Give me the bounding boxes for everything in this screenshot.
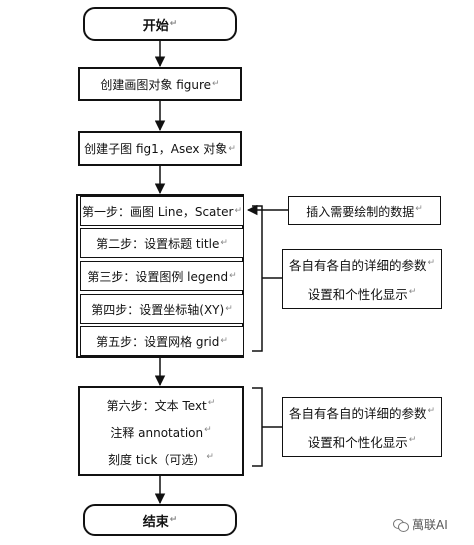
params-note-2: 各自有各自的详细的参数↵ 设置和个性化显示↵ <box>282 397 442 457</box>
step-4-label: 第四步：设置坐标轴(XY) <box>91 302 225 317</box>
step-6-line-3: 刻度 tick（可选）↵ <box>108 451 214 467</box>
watermark: 萬联AI <box>393 516 448 533</box>
step-2: 第二步：设置标题 title↵ <box>80 228 244 258</box>
step-6-line-1: 第六步：文本 Text↵ <box>106 397 216 413</box>
step-3: 第三步：设置图例 legend↵ <box>80 261 244 291</box>
para-mark: ↵ <box>408 435 417 445</box>
para-mark: ↵ <box>234 206 242 216</box>
para-mark: ↵ <box>225 304 233 314</box>
para-mark: ↵ <box>169 515 178 525</box>
create-axes-label: 创建子图 fig1，Asex 对象 <box>84 142 228 156</box>
create-figure-box: 创建画图对象 figure↵ <box>78 67 242 101</box>
para-mark: ↵ <box>169 19 178 29</box>
params-note-1: 各自有各自的详细的参数↵ 设置和个性化显示↵ <box>282 249 442 309</box>
create-figure-label: 创建画图对象 figure <box>100 77 212 92</box>
params-note-1-line-2: 设置和个性化显示 <box>307 287 408 303</box>
step-2-label: 第二步：设置标题 title <box>96 236 220 251</box>
para-mark: ↵ <box>415 204 423 214</box>
params-note-2-line-2: 设置和个性化显示 <box>307 435 408 451</box>
bracket-steps <box>252 205 263 352</box>
para-mark: ↵ <box>228 143 236 154</box>
wechat-icon <box>393 518 409 532</box>
bracket-step6 <box>252 387 263 467</box>
step-5-label: 第五步：设置网格 grid <box>96 334 220 349</box>
start-node: 开始↵ <box>83 7 237 41</box>
para-mark: ↵ <box>427 257 436 268</box>
end-node: 结束↵ <box>83 504 237 536</box>
para-mark: ↵ <box>220 336 228 346</box>
para-mark: ↵ <box>212 79 220 89</box>
step-3-label: 第三步：设置图例 legend <box>87 269 229 284</box>
end-label: 结束 <box>142 514 169 530</box>
para-mark: ↵ <box>408 287 417 297</box>
step-1-label: 第一步：画图 Line，Scater <box>82 204 234 219</box>
step-4: 第四步：设置坐标轴(XY)↵ <box>80 294 244 324</box>
watermark-text: 萬联AI <box>412 518 448 532</box>
start-label: 开始 <box>142 18 169 34</box>
para-mark: ↵ <box>229 271 237 281</box>
step-6-line-2: 注释 annotation↵ <box>110 424 212 440</box>
params-note-2-line-1: 各自有各自的详细的参数 <box>288 406 427 421</box>
create-axes-box: 创建子图 fig1，Asex 对象↵ <box>78 131 242 166</box>
params-note-1-line-1: 各自有各自的详细的参数 <box>288 258 427 273</box>
step-5: 第五步：设置网格 grid↵ <box>80 326 244 356</box>
step-6-box: 第六步：文本 Text↵ 注释 annotation↵ 刻度 tick（可选）↵ <box>78 386 244 476</box>
para-mark: ↵ <box>220 238 228 248</box>
insert-data-label: 插入需要绘制的数据 <box>306 205 415 219</box>
insert-data-note: 插入需要绘制的数据↵ <box>288 196 441 225</box>
para-mark: ↵ <box>427 405 436 416</box>
step-1: 第一步：画图 Line，Scater↵ <box>80 196 244 226</box>
